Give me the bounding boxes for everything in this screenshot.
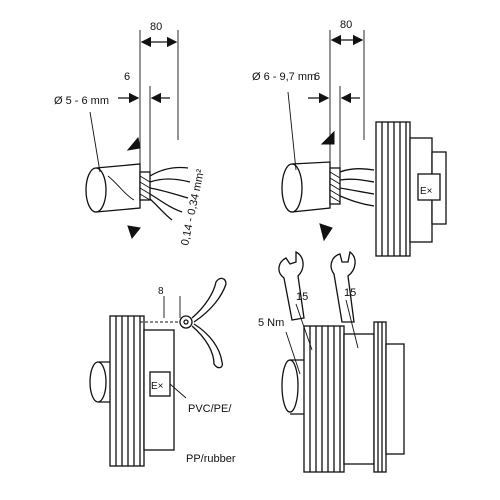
connector-insert: E× xyxy=(143,329,175,451)
dim-strip-label: 80 xyxy=(340,19,352,31)
panel-cable-stripping-small: 80 6 Ø 5 - 6 mm 0,14 - 0,34 mm² xyxy=(54,21,207,247)
crimp-pliers-icon xyxy=(179,277,227,369)
leader-cable-diameter xyxy=(89,111,101,173)
dim-shield-label: 6 xyxy=(314,71,320,83)
panel-assembly-torque: 5 Nm 15 15 xyxy=(258,250,405,473)
wire-section-label: 0,14 - 0,34 mm² xyxy=(179,168,207,247)
connector-nut xyxy=(303,325,345,473)
leader-torque xyxy=(285,331,301,375)
dimension-shield-length: 6 xyxy=(118,71,170,172)
dimension-lug-length: 8 xyxy=(158,286,181,318)
spanner-icon-left xyxy=(278,250,305,321)
leader-cable-diameter xyxy=(287,91,297,171)
dim-strip-label: 80 xyxy=(150,21,162,33)
cable-jacket xyxy=(281,161,331,213)
connector-body: E× xyxy=(375,121,447,257)
shield-braid xyxy=(139,171,151,201)
seal-material-label-2: PP/rubber xyxy=(186,453,236,465)
strip-arrow-bottom xyxy=(127,225,141,240)
conductor-wires xyxy=(339,168,375,207)
dimension-shield-length: 6 xyxy=(308,71,360,168)
leader-wrench-1 xyxy=(295,303,313,351)
connector-housing xyxy=(343,321,405,473)
cable-diameter-label: Ø 5 - 6 mm xyxy=(54,95,109,107)
torque-label: 5 Nm xyxy=(258,317,284,329)
dimension-strip-length: 80 xyxy=(329,19,365,164)
wrench-size-label-1: 15 xyxy=(296,291,308,303)
panel-cable-stripping-large: E× 80 6 Ø 6 - 9,7 mm xyxy=(252,19,447,257)
leader-wrench-2 xyxy=(345,299,359,349)
cable-jacket xyxy=(85,163,141,213)
spanner-icon-right xyxy=(330,250,356,323)
cable-diameter-label: Ø 6 - 9,7 mm xyxy=(252,71,316,83)
connector-pin-mark: E× xyxy=(151,381,164,392)
connector-nut xyxy=(109,315,145,467)
strip-arrow-bottom xyxy=(319,223,333,242)
dimension-strip-length: 80 xyxy=(139,21,179,166)
dim-shield-label: 6 xyxy=(124,71,130,83)
wrench-size-label-2: 15 xyxy=(344,287,356,299)
conductor-wires xyxy=(149,166,191,221)
panel-crimp-and-seal: E× 8 PVC/PE/ PP/rubber xyxy=(89,277,236,467)
cable-jacket xyxy=(281,359,307,415)
strip-arrow-top xyxy=(320,130,335,145)
leader-seal xyxy=(169,383,187,399)
shield-braid xyxy=(329,167,341,205)
seal-material-label-1: PVC/PE/ xyxy=(188,403,232,415)
strip-arrow-top xyxy=(126,136,141,151)
connector-pin-mark: E× xyxy=(420,186,433,197)
cable-jacket xyxy=(89,361,113,403)
dim-lug-label: 8 xyxy=(158,286,164,297)
